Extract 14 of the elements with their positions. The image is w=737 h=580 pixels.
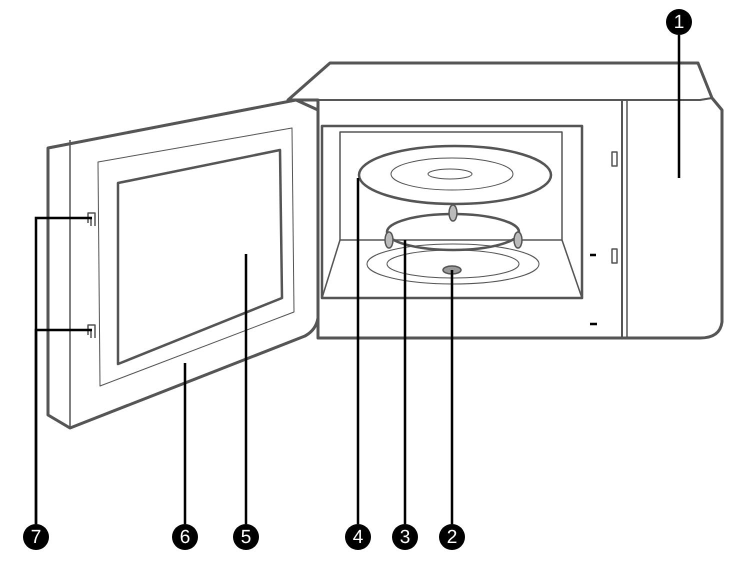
leader-line xyxy=(356,178,360,524)
leader-line xyxy=(184,363,186,524)
callout-number: 2 xyxy=(439,524,465,550)
callout-number: 4 xyxy=(345,524,371,550)
leader-line xyxy=(244,254,248,524)
callout-number: 5 xyxy=(233,524,259,550)
leader-line xyxy=(678,35,680,178)
leader-line xyxy=(34,328,92,524)
callout-number: 1 xyxy=(666,9,692,35)
callout-number: 7 xyxy=(23,524,49,550)
leader-line xyxy=(450,270,454,524)
callout-number: 3 xyxy=(392,524,418,550)
leader-line xyxy=(404,240,406,524)
callout-number: 6 xyxy=(172,524,198,550)
